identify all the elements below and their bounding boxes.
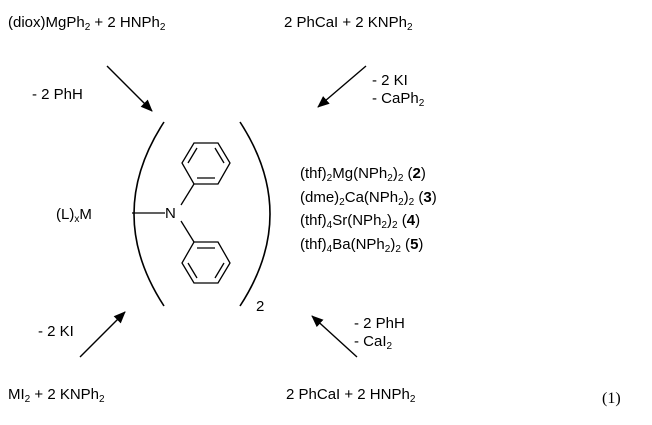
- nitrogen-upper-bond: [180, 183, 195, 206]
- reactant-bottom-right: 2 PhCaI + 2 HNPh2: [286, 386, 416, 405]
- metal-ligand-label: (L)xM: [56, 206, 92, 225]
- complex-multiplier: 2: [256, 298, 265, 315]
- nitrogen-lower-bond: [180, 220, 195, 243]
- condition-top-right: - 2 KI- CaPh2: [372, 72, 425, 109]
- text-line: - 2 KI: [38, 323, 74, 340]
- condition-bottom-right: - 2 PhH- CaI2: [354, 315, 405, 352]
- text-line: - 2 PhH: [354, 315, 405, 332]
- text-line: (thf)4Sr(NPh2)2 (4): [300, 212, 421, 231]
- text-line: (dme)2Ca(NPh2)2 (3): [300, 188, 437, 208]
- reactant-bottom-left: MI2 + 2 KNPh2: [8, 386, 105, 405]
- phenyl-ring-upper: [181, 142, 231, 185]
- reactant-top-left: (diox)MgPh2 + 2 HNPh2: [8, 14, 166, 33]
- text-line: - 2 KI: [372, 72, 408, 89]
- arrow-top-left: [106, 65, 153, 112]
- product-list: (thf)2Mg(NPh2)2 (2) (dme)2Ca(NPh2)2 (3) (t…: [300, 162, 437, 256]
- nitrogen-atom-label: N: [165, 205, 176, 222]
- left-parenthesis: [133, 121, 165, 307]
- condition-bottom-left: - 2 KI: [38, 323, 74, 341]
- right-parenthesis: [239, 121, 271, 307]
- phenyl-ring-lower: [181, 241, 231, 284]
- text-line: - CaI2: [354, 333, 393, 352]
- equation-number: (1): [602, 390, 621, 407]
- text-line: (thf)4Ba(NPh2)2 (5): [300, 235, 424, 255]
- text-line: (thf)2Mg(NPh2)2 (2): [300, 165, 426, 184]
- text-line: - 2 PhH: [32, 86, 83, 103]
- condition-top-left: - 2 PhH: [32, 86, 83, 104]
- arrow-bottom-right: [311, 315, 358, 358]
- text-line: - CaPh2: [372, 90, 425, 109]
- reactant-top-right: 2 PhCaI + 2 KNPh2: [284, 14, 413, 33]
- arrow-top-right: [317, 65, 367, 108]
- arrow-bottom-left: [79, 311, 126, 358]
